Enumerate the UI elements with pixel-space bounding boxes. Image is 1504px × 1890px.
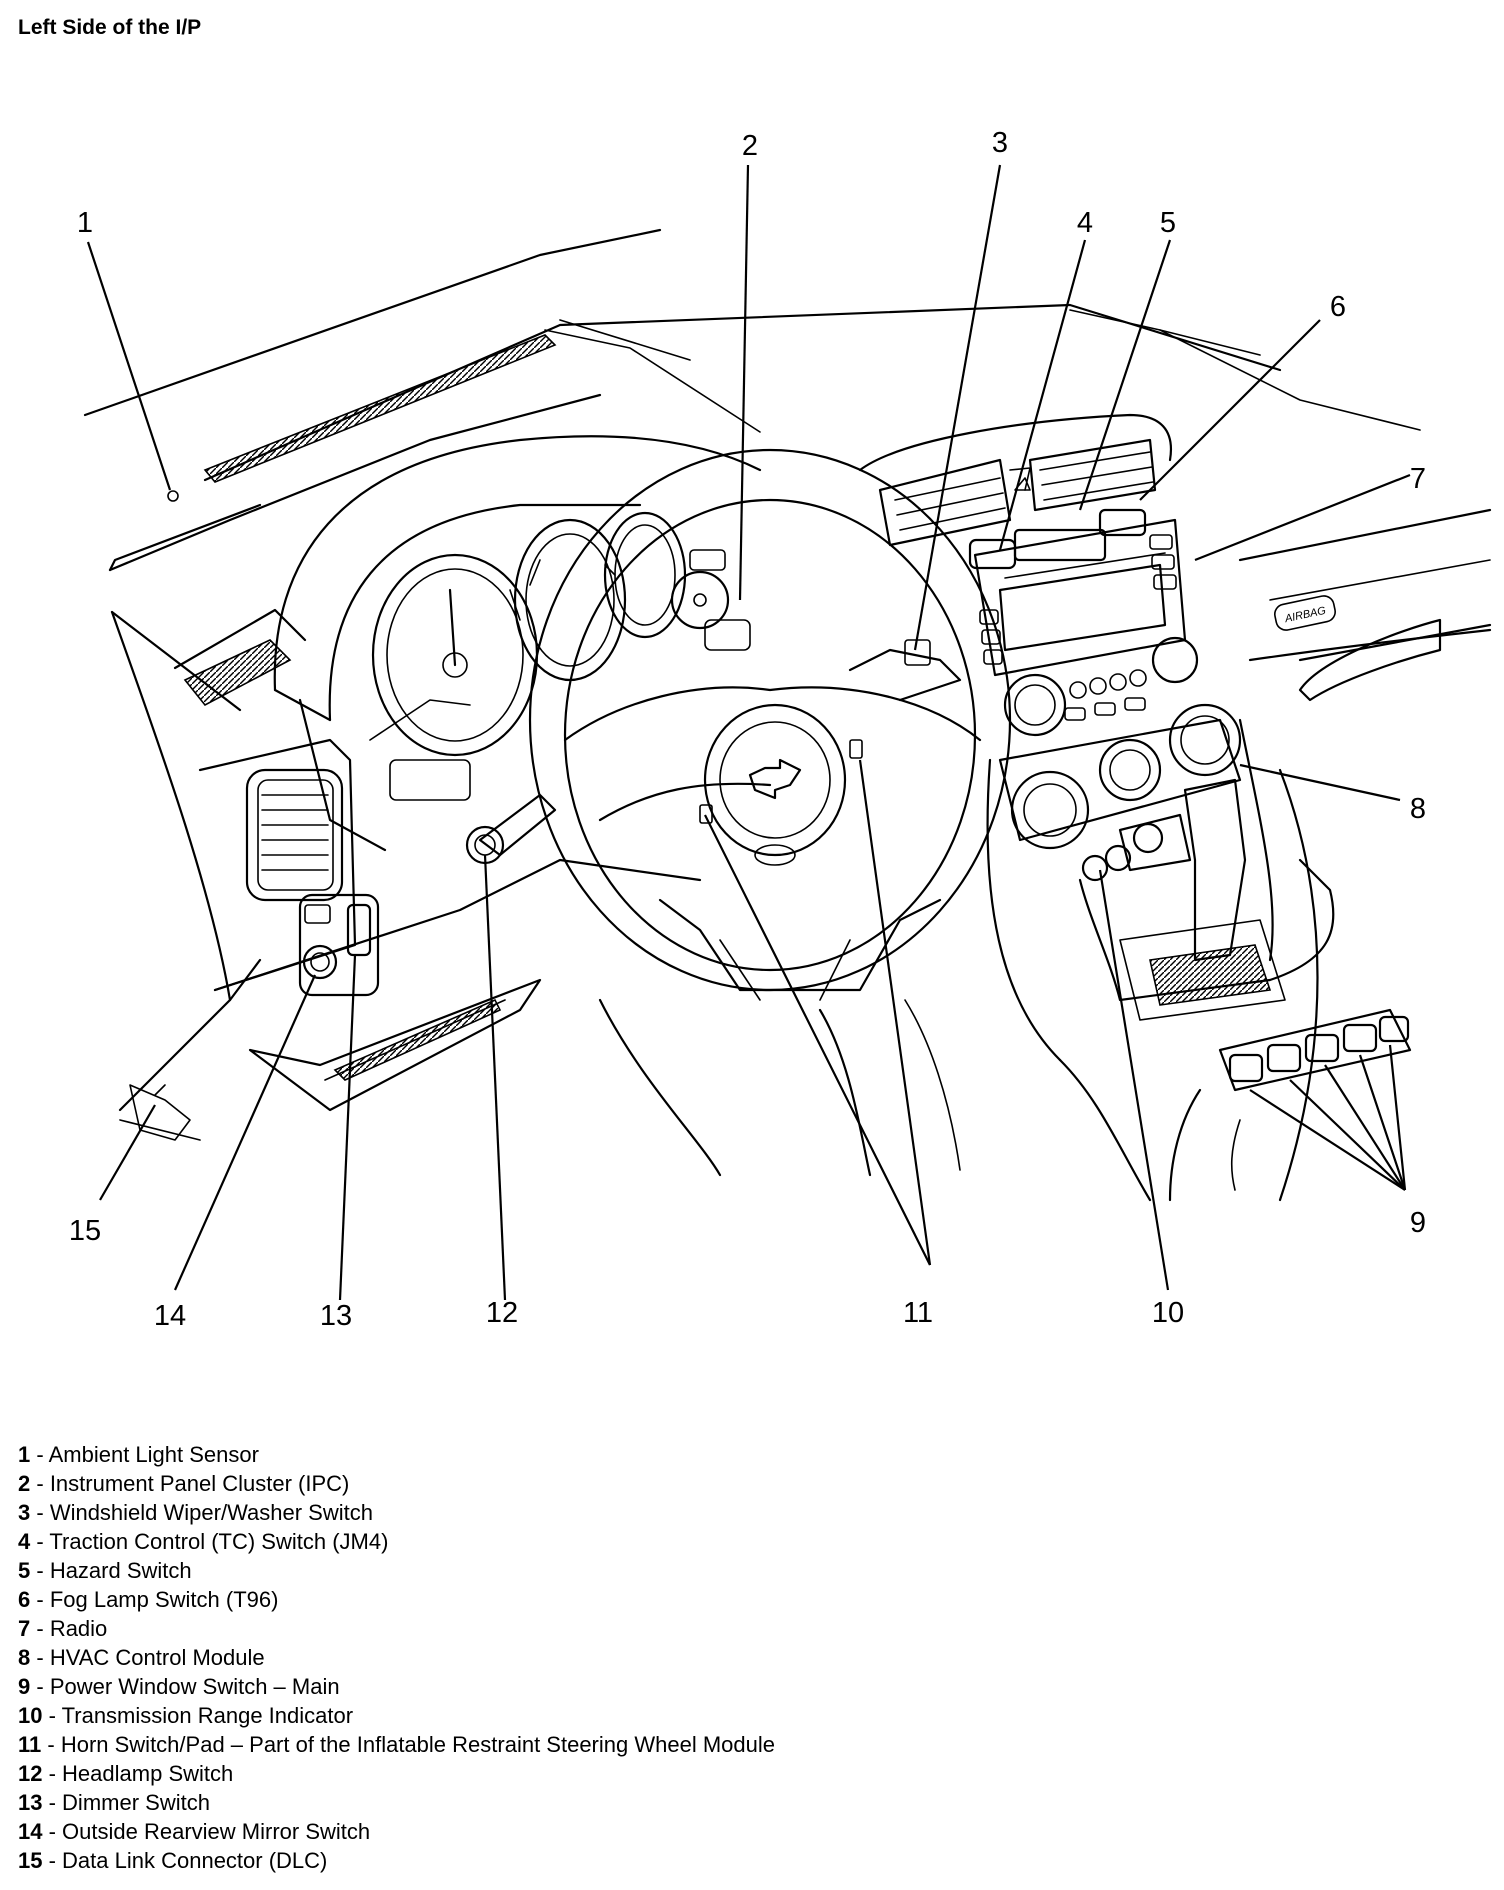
- legend-item: 15 - Data Link Connector (DLC): [18, 1848, 328, 1873]
- legend-item: 12 - Headlamp Switch: [18, 1761, 234, 1786]
- dash-top: [83, 228, 1421, 572]
- ambient-light-sensor: [167, 490, 179, 502]
- legend-item: 8 - HVAC Control Module: [18, 1645, 265, 1670]
- callout-10: 10: [1152, 1297, 1184, 1329]
- left-door-side: [110, 610, 262, 1141]
- callout-14: 14: [154, 1300, 186, 1332]
- dimmer-switch: [346, 903, 372, 957]
- callout-7: 7: [1410, 463, 1426, 495]
- legend-item: 13 - Dimmer Switch: [18, 1790, 210, 1815]
- hazard-switch: [1013, 528, 1107, 562]
- legend-item: 6 - Fog Lamp Switch (T96): [18, 1587, 279, 1612]
- callout-2: 2: [742, 130, 758, 162]
- legend-item: 2 - Instrument Panel Cluster (IPC): [18, 1471, 350, 1496]
- legend-item: 9 - Power Window Switch – Main: [18, 1674, 340, 1699]
- callout-13: 13: [320, 1300, 352, 1332]
- defrost-vent: [203, 319, 761, 483]
- legend-item: 1 - Ambient Light Sensor: [18, 1442, 259, 1467]
- left-air-vent: [245, 768, 344, 902]
- callout-11: 11: [903, 1297, 933, 1329]
- callout-4: 4: [1077, 207, 1093, 239]
- legend-item: 10 - Transmission Range Indicator: [18, 1703, 354, 1728]
- callout-8: 8: [1410, 793, 1426, 825]
- instrument-cluster: [371, 511, 751, 801]
- legend-item: 3 - Windshield Wiper/Washer Switch: [18, 1500, 373, 1525]
- legend: 1 - Ambient Light Sensor 2 - Instrument …: [18, 1440, 1478, 1875]
- instrument-panel-diagram: AIRBAG 1 2 3 4 5 6 7 8 9 10 11 1: [69, 127, 1492, 1332]
- leader-lines: [86, 164, 1411, 1301]
- shifter: [1078, 778, 1335, 1021]
- mirror-switch: [298, 893, 380, 997]
- callout-15: 15: [69, 1215, 101, 1247]
- callout-numbers: 1 2 3 4 5 6 7 8 9 10 11 12 13 14 15: [69, 127, 1426, 1332]
- left-lower-dash: [173, 608, 702, 1112]
- callout-5: 5: [1160, 207, 1176, 239]
- cluster-hood: [273, 435, 762, 852]
- legend-item: 5 - Hazard Switch: [18, 1558, 192, 1583]
- legend-item: 7 - Radio: [18, 1616, 108, 1641]
- fog-lamp-switch: [1098, 508, 1147, 537]
- legend-item: 4 - Traction Control (TC) Switch (JM4): [18, 1529, 389, 1554]
- hvac-control-module: [986, 703, 1274, 1062]
- radio: [973, 518, 1199, 737]
- power-window-switches: [1218, 1008, 1412, 1092]
- steering-wheel: [528, 448, 1012, 1001]
- callout-1: 1: [77, 207, 93, 239]
- callout-6: 6: [1330, 291, 1346, 323]
- center-vents: [858, 413, 1173, 547]
- callout-3: 3: [992, 127, 1008, 159]
- right-dash: AIRBAG: [1058, 508, 1492, 1202]
- callout-12: 12: [486, 1297, 518, 1329]
- lower-steering-column: [598, 998, 961, 1177]
- legend-item: 11 - Horn Switch/Pad – Part of the Infla…: [18, 1732, 775, 1757]
- page-title: Left Side of the I/P: [18, 16, 202, 39]
- legend-item: 14 - Outside Rearview Mirror Switch: [18, 1819, 371, 1844]
- callout-9: 9: [1410, 1207, 1426, 1239]
